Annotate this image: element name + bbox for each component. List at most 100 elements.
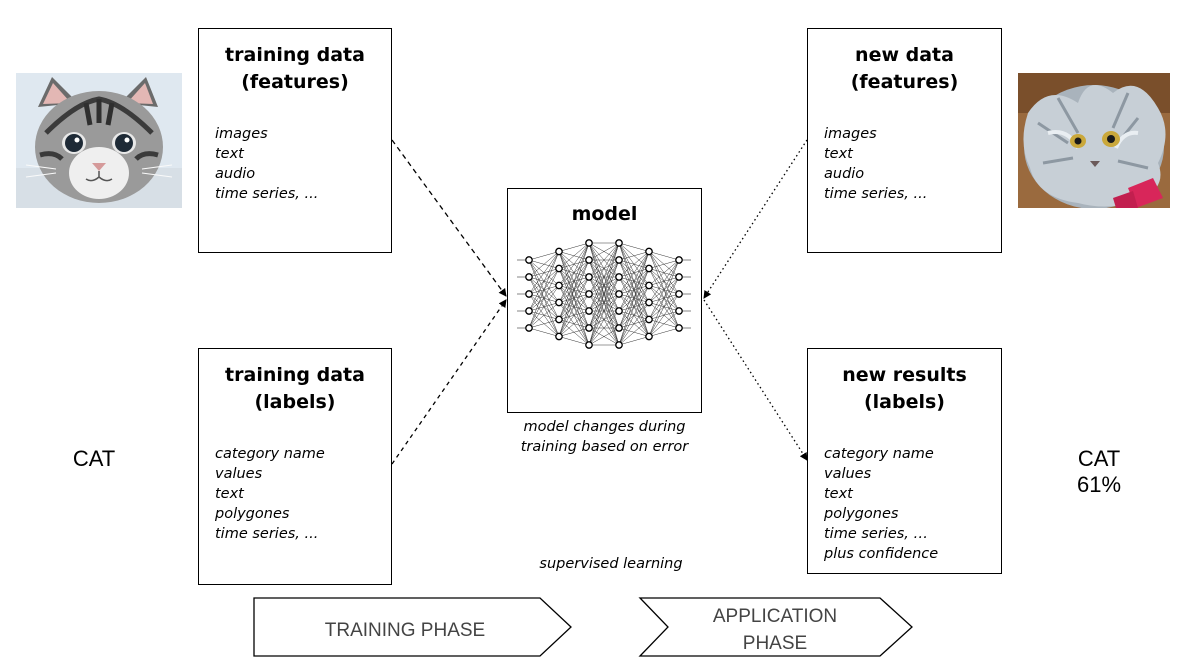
network-edge (588, 276, 619, 345)
network-edge (648, 327, 679, 337)
list-item: polygones (215, 506, 290, 522)
arrow-model-to-results (703, 299, 808, 461)
network-connections (516, 242, 691, 345)
network-edge (618, 250, 649, 311)
model-title: model (571, 203, 638, 225)
list-item: time series, ... (824, 186, 928, 202)
model-box: model (507, 188, 702, 413)
network-edge (588, 242, 619, 294)
network-edge (588, 242, 619, 345)
network-edge (528, 284, 559, 328)
network-edge (558, 327, 589, 337)
network-edge (618, 250, 649, 260)
network-node (554, 332, 563, 340)
network-edge (648, 276, 679, 337)
network-edge (648, 259, 679, 320)
new-results-title: new results (labels) (842, 364, 967, 413)
list-item: time series, ... (215, 186, 319, 202)
arrow-features-to-model (391, 139, 507, 297)
network-edge (558, 259, 589, 337)
network-edge (528, 250, 559, 277)
network-node (644, 281, 653, 289)
network-node (674, 272, 683, 281)
network-edge (618, 284, 649, 345)
network-edge (558, 242, 589, 303)
network-edge (618, 335, 649, 345)
network-node (614, 272, 623, 281)
training-phase-label: TRAINING PHASE (324, 620, 486, 641)
application-phase-arrow (638, 597, 913, 657)
network-edge (618, 250, 649, 345)
model-caption: model changes during training based on e… (520, 419, 689, 455)
network-node (584, 272, 593, 281)
left-result-label: CAT (72, 446, 116, 471)
network-node (614, 238, 623, 247)
network-edge (558, 242, 589, 337)
network-edge (618, 267, 649, 345)
list-item: polygones (824, 506, 899, 522)
network-edge (648, 259, 679, 337)
network-node (524, 323, 533, 332)
new-features-list: images text audio time series, ... (824, 124, 927, 204)
network-edge (528, 267, 559, 328)
network-edge (648, 310, 679, 337)
network-edge (558, 242, 589, 320)
training-features-title: training data (features) (225, 44, 365, 93)
network-edge (618, 250, 649, 277)
list-item: category name (215, 446, 325, 462)
network-node (584, 289, 593, 298)
network-edge (588, 242, 619, 260)
list-item: text (215, 146, 244, 162)
network-edge (648, 259, 679, 286)
network-edge (528, 301, 559, 328)
training-labels-box: training data (labels) category name val… (198, 348, 392, 585)
network-edge (558, 310, 589, 337)
network-edge (618, 318, 649, 345)
training-features-list: images text audio time series, ... (215, 124, 318, 204)
network-node (524, 306, 533, 315)
network-node (674, 255, 683, 264)
network-node (614, 323, 623, 332)
network-edge (618, 250, 649, 294)
network-edge (558, 242, 589, 269)
list-item: time series, … (824, 526, 929, 542)
network-node (584, 255, 593, 264)
list-item: audio (824, 166, 865, 182)
network-node (674, 306, 683, 315)
training-features-box: training data (features) images text aud… (198, 28, 392, 253)
network-node (584, 323, 593, 332)
network-edge (648, 293, 679, 337)
network-node (554, 315, 563, 323)
new-results-box: new results (labels) category name value… (807, 348, 1002, 574)
new-features-box: new data (features) images text audio ti… (807, 28, 1002, 253)
network-node (524, 255, 533, 264)
network-node (584, 340, 593, 349)
network-node (644, 315, 653, 323)
network-edge (648, 250, 679, 260)
network-node (614, 255, 623, 264)
list-item: text (215, 486, 244, 502)
network-node (614, 289, 623, 298)
kitten-photo (16, 73, 182, 208)
list-item: images (215, 126, 268, 142)
network-edge (528, 327, 559, 337)
network-edge (558, 335, 589, 345)
network-node (644, 298, 653, 306)
neural-network-icon (516, 238, 691, 349)
network-edge (588, 293, 619, 345)
network-node (674, 323, 683, 332)
training-phase-arrow (253, 597, 572, 657)
network-edge (558, 293, 589, 337)
network-edge (528, 250, 559, 328)
network-node (644, 264, 653, 272)
network-node (584, 238, 593, 247)
network-node (644, 247, 653, 255)
network-edge (588, 242, 619, 328)
list-item: text (824, 146, 853, 162)
network-edge (558, 276, 589, 337)
network-edge (588, 242, 619, 311)
network-edge (558, 242, 589, 252)
network-edge (588, 310, 619, 345)
network-edge (618, 301, 649, 345)
